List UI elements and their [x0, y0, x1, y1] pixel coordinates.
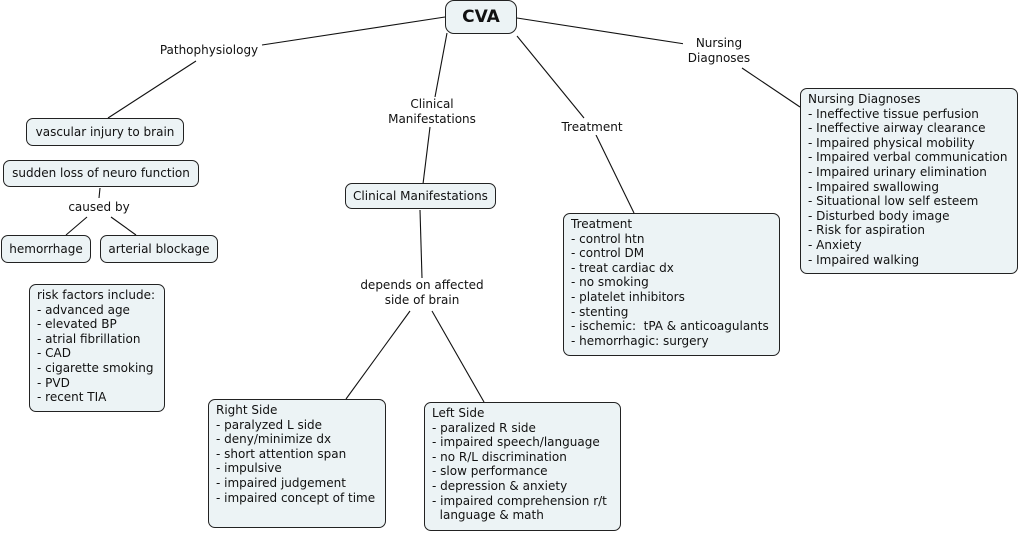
list-item: - depression & anxiety [432, 478, 568, 493]
list-item: - no R/L discrimination [432, 449, 567, 464]
node-vascular-injury[interactable]: vascular injury to brain [26, 118, 184, 146]
root-node-cva[interactable]: CVA [445, 0, 517, 34]
list-item: - Impaired verbal communication [808, 150, 1008, 165]
node-title: Nursing Diagnoses [808, 92, 921, 106]
link-label-nursing-diagnoses: Nursing Diagnoses [683, 36, 755, 66]
node-hemorrhage[interactable]: hemorrhage [1, 235, 91, 263]
node-text: arterial blockage [108, 241, 210, 256]
list-item: - cigarette smoking [37, 360, 154, 375]
list-item: - platelet inhibitors [571, 289, 685, 304]
root-label: CVA [462, 6, 500, 27]
list-item: - Ineffective tissue perfusion [808, 106, 979, 121]
node-title: Treatment [571, 217, 633, 231]
list-item: - CAD [37, 346, 71, 361]
list-item: - impaired speech/language [432, 435, 600, 450]
label-line: Nursing [695, 36, 743, 50]
list-item: - no smoking [571, 275, 649, 290]
list-item: - recent TIA [37, 390, 107, 405]
list-item: - paralized R side [432, 420, 536, 435]
node-text: hemorrhage [9, 241, 83, 256]
list-item: - impulsive [216, 461, 282, 476]
node-text: Clinical Manifestations [353, 188, 488, 203]
list-item: - PVD [37, 375, 70, 390]
label-line: Manifestations [388, 111, 476, 126]
node-title: Left Side [432, 406, 485, 420]
list-item: - short attention span [216, 446, 347, 461]
node-right-side[interactable]: Right Side - paralyzed L side - deny/min… [208, 399, 386, 528]
link-label-depends-on: depends on affected side of brain [352, 278, 492, 308]
label-line: side of brain [384, 292, 460, 307]
list-item: - Impaired swallowing [808, 179, 939, 194]
list-item: - stenting [571, 304, 629, 319]
link-cva-clinical [434, 32, 448, 98]
list-item: - deny/minimize dx [216, 432, 332, 447]
list-item: - Risk for aspiration [808, 223, 925, 238]
list-item: - treat cardiac dx [571, 260, 674, 275]
list-item: - Situational low self esteem [808, 194, 979, 209]
list-item: - advanced age [37, 302, 130, 317]
node-sudden-loss[interactable]: sudden loss of neuro function [3, 160, 199, 187]
list-item: - ischemic: tPA & anticoagulants [571, 319, 769, 334]
link-causedby-hemorrhage [65, 216, 88, 236]
link-cva-nursing [516, 17, 686, 45]
link-depends-right [345, 310, 411, 400]
link-label-clinical-manifestations: Clinical Manifestations [382, 97, 482, 127]
list-item: - Impaired physical mobility [808, 135, 975, 150]
list-item: - elevated BP [37, 317, 117, 332]
label-line: Diagnoses [687, 50, 751, 65]
link-causedby-arterial [110, 216, 137, 236]
list-item: - Disturbed body image [808, 208, 950, 223]
list-item: - control DM [571, 246, 645, 261]
list-item: - Anxiety [808, 237, 862, 252]
list-item: - slow performance [432, 464, 548, 479]
link-nursing-node [741, 67, 801, 108]
node-text: vascular injury to brain [35, 124, 175, 139]
node-clinical-manifestations[interactable]: Clinical Manifestations [345, 183, 496, 209]
node-title: Right Side [216, 403, 278, 417]
node-left-side[interactable]: Left Side - paralized R side - impaired … [424, 402, 621, 531]
list-item: - Impaired walking [808, 252, 920, 267]
node-treatment[interactable]: Treatment - control htn - control DM - t… [563, 213, 780, 356]
link-clinical-node [422, 126, 431, 185]
list-item: - impaired concept of time [216, 490, 376, 505]
node-risk-factors[interactable]: risk factors include: - advanced age - e… [29, 284, 165, 412]
link-cva-treatment [516, 35, 585, 119]
list-item: - Ineffective airway clearance [808, 121, 986, 136]
link-sudden-causedby [98, 187, 101, 199]
link-label-treatment: Treatment [558, 120, 626, 135]
list-item: - impaired comprehension r/t [432, 493, 607, 508]
node-text: sudden loss of neuro function [12, 166, 190, 181]
list-item: - paralyzed L side [216, 417, 323, 432]
list-item: language & math [432, 508, 544, 523]
list-item: - hemorrhagic: surgery [571, 333, 709, 348]
label-line: Clinical [410, 97, 454, 111]
list-item: - atrial fibrillation [37, 331, 141, 346]
link-label-caused-by: caused by [63, 200, 135, 215]
node-nursing-diagnoses[interactable]: Nursing Diagnoses - Ineffective tissue p… [800, 88, 1018, 274]
list-item: - control htn [571, 231, 645, 246]
node-title: risk factors include: [37, 288, 156, 302]
link-pathophysiology-vascular [107, 60, 197, 119]
link-clinical-depends [419, 209, 423, 279]
node-arterial-blockage[interactable]: arterial blockage [100, 235, 218, 263]
link-depends-left [431, 310, 485, 403]
link-label-pathophysiology: Pathophysiology [157, 43, 261, 58]
link-cva-pathophysiology [261, 16, 446, 46]
link-treatment-node [595, 134, 635, 214]
list-item: - Impaired urinary elimination [808, 164, 987, 179]
label-line: depends on affected [360, 278, 484, 292]
list-item: - impaired judgement [216, 475, 346, 490]
